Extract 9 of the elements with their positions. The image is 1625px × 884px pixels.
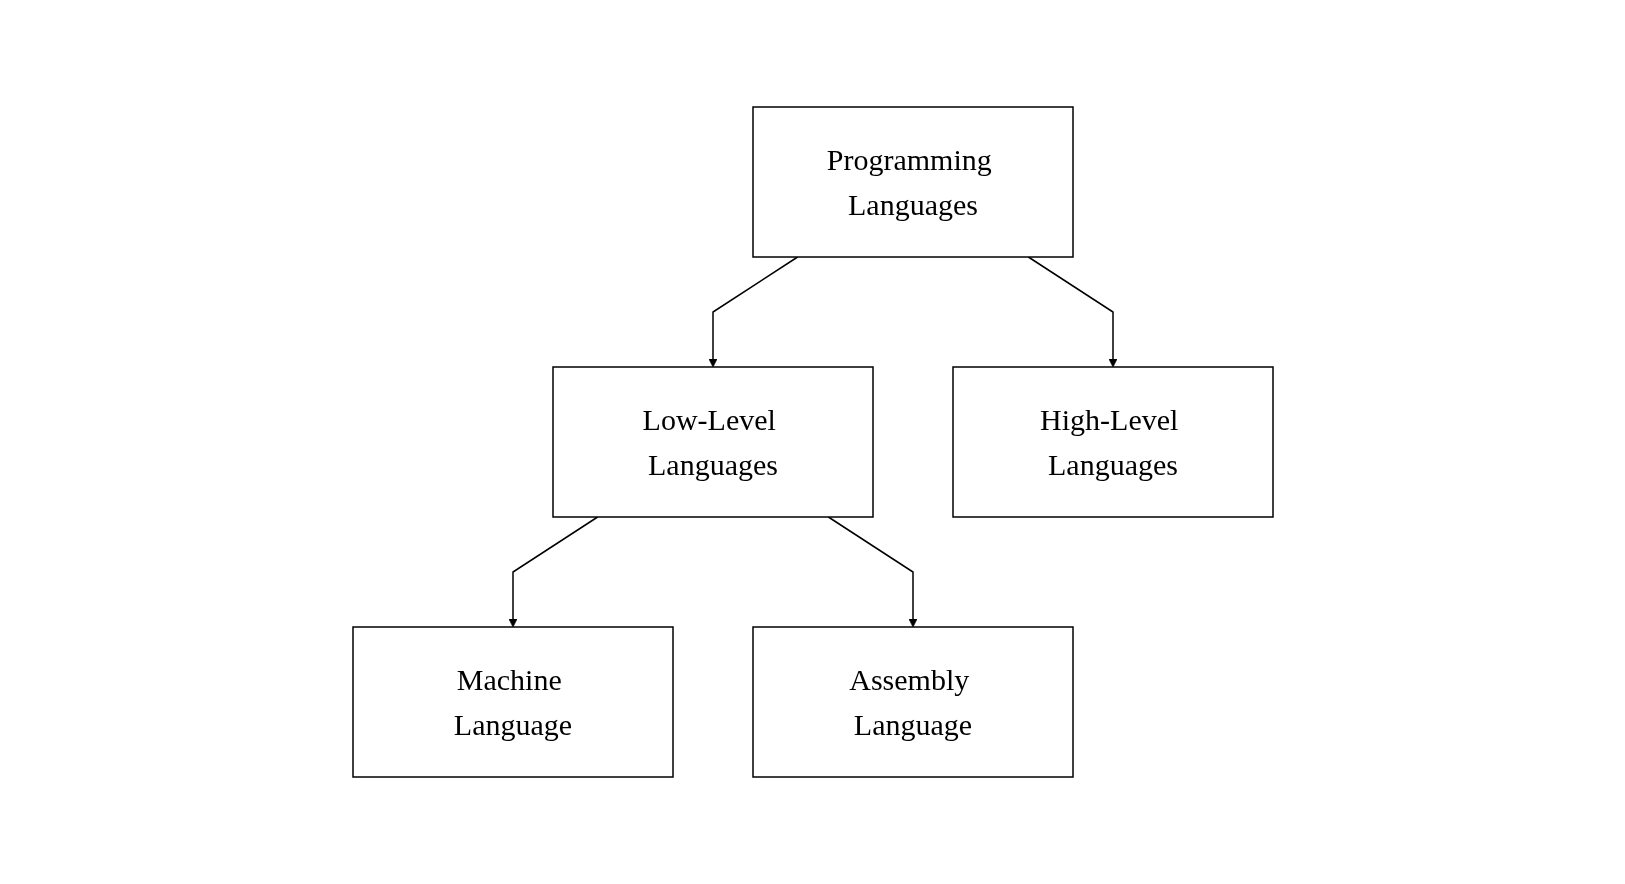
node-box: High-Level Languages <box>951 366 1274 518</box>
arrow <box>508 516 598 628</box>
node-box: Assembly Language <box>751 626 1074 778</box>
arrow <box>708 256 798 368</box>
node-box: Programming Languages <box>751 106 1074 258</box>
arrow <box>1027 256 1117 368</box>
arrow <box>827 516 917 628</box>
node-box: Machine Language <box>351 626 674 778</box>
node-box: Low-Level Languages <box>551 366 874 518</box>
